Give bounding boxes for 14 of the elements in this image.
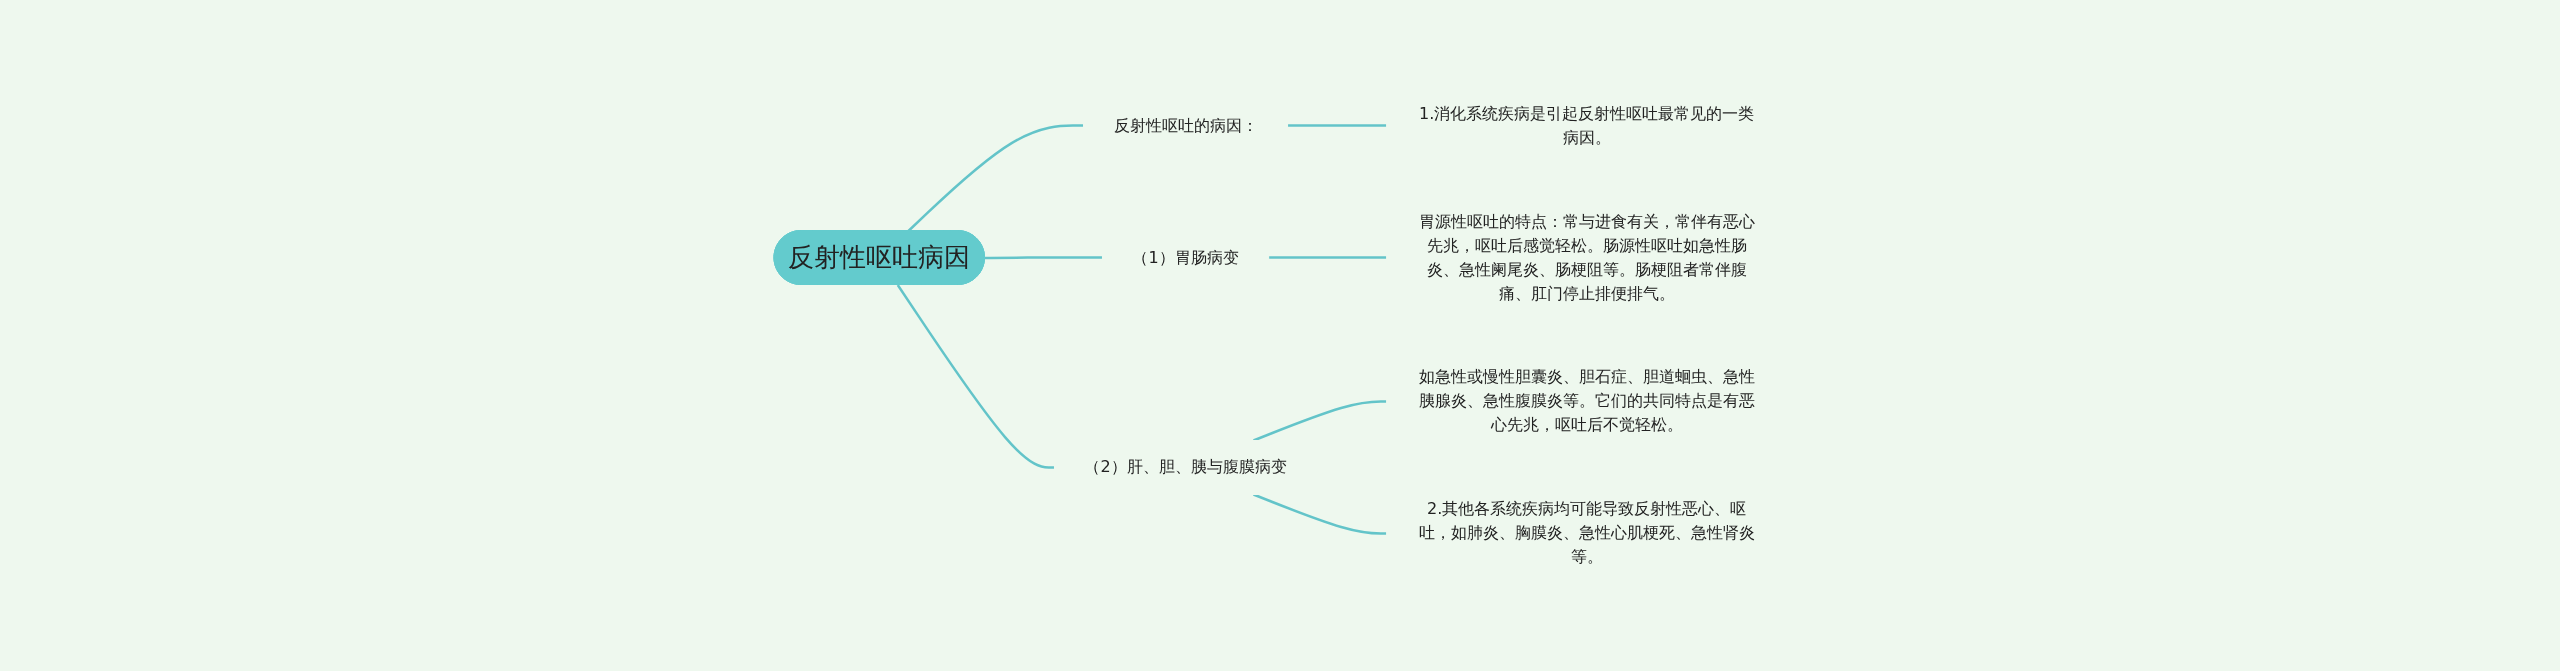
node-text: （1）胃肠病变 [1132, 247, 1239, 267]
node-text: 2.其他各系统疾病均可能导致反射性恶心、呕吐，如肺炎、胸膜炎、急性心肌梗死、急性肾炎等。 [1418, 499, 1755, 567]
connector [907, 124, 1084, 232]
node-text: 胃源性呕吐的特点：常与进食有关，常伴有恶心先兆，呕吐后感觉轻松。肠源性呕吐如急性肠炎、急性阑尾炎、肠梗阻等。肠梗阻者常伴腹痛、肛门停止排便排气。 [1418, 211, 1755, 303]
connector [1252, 400, 1387, 442]
connector [984, 256, 1103, 260]
node-text: （2）肝、胆、胰与腹膜病变 [1084, 457, 1287, 477]
node-text: 反射性呕吐的病因： [1113, 115, 1258, 135]
node-text: 1.消化系统疾病是引起反射性呕吐最常见的一类病因。 [1418, 103, 1754, 147]
connector [1287, 124, 1387, 127]
node-text: 如急性或慢性胆囊炎、胆石症、胆道蛔虫、急性胰腺炎、急性腹膜炎等。它们的共同特点是有恶心先兆，呕吐后不觉轻松。 [1418, 367, 1755, 435]
connector [1268, 256, 1387, 259]
connector [1252, 493, 1387, 535]
connector [896, 284, 1055, 469]
